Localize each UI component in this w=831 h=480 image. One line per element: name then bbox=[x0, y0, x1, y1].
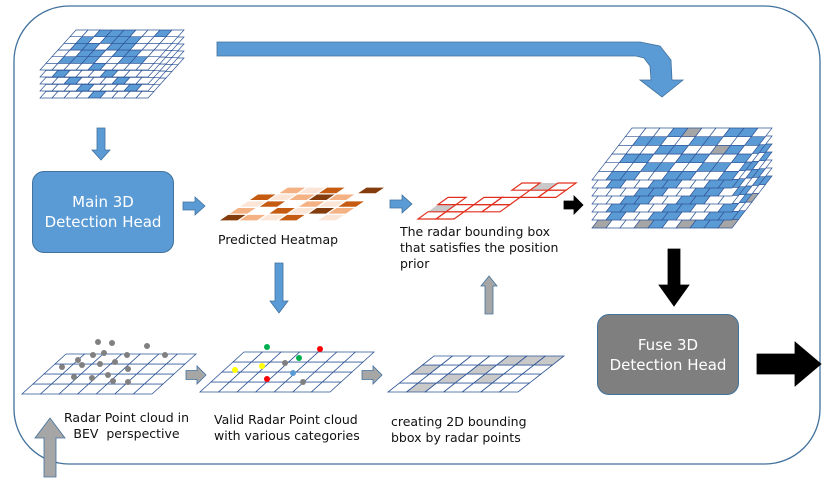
down-arrow-to-fuse-head bbox=[658, 248, 690, 307]
grid-cell bbox=[492, 197, 520, 205]
grid-cell bbox=[520, 190, 548, 198]
feature-map-stack-input bbox=[39, 29, 185, 99]
radar-point bbox=[112, 359, 118, 365]
creating-bbox-label: creating 2D bounding bbox by radar point… bbox=[391, 414, 527, 445]
grid-cell bbox=[502, 190, 530, 198]
grid-cell bbox=[438, 197, 466, 205]
grid-cell bbox=[458, 183, 486, 191]
down-arrow-heatmap-to-valid bbox=[269, 262, 289, 314]
grid-cell bbox=[484, 190, 512, 198]
valid-radar-point bbox=[290, 370, 296, 376]
down-arrow-to-main-head bbox=[91, 127, 111, 161]
radar-point bbox=[89, 375, 95, 381]
grid-cell bbox=[454, 211, 482, 219]
grid-cell bbox=[343, 351, 376, 363]
grid-cell bbox=[494, 183, 522, 191]
grid-cell bbox=[538, 190, 566, 198]
grid-cell bbox=[528, 197, 556, 205]
grid-cell bbox=[530, 183, 558, 191]
radar-bbox bbox=[546, 182, 578, 191]
up-arrow-radar-input bbox=[34, 417, 66, 478]
predicted-heatmap-grid bbox=[216, 186, 388, 222]
grid-cell bbox=[548, 183, 576, 191]
grid-cell bbox=[466, 190, 494, 198]
radar-point bbox=[125, 366, 131, 372]
grid-cell bbox=[446, 204, 474, 212]
grid-cell bbox=[476, 183, 504, 191]
grid-cell bbox=[165, 353, 198, 365]
radar-point bbox=[79, 362, 85, 368]
grid-cell bbox=[354, 186, 388, 195]
radar-point bbox=[110, 378, 116, 384]
grid-cell bbox=[482, 204, 510, 212]
bbox-2d-grid bbox=[386, 355, 566, 393]
valid-radar-point bbox=[296, 355, 302, 361]
radar-point bbox=[144, 343, 150, 349]
arrow-main-to-heatmap bbox=[182, 196, 206, 216]
grid-cell bbox=[472, 211, 500, 219]
grid-cell bbox=[508, 211, 536, 219]
grid-cell bbox=[474, 197, 502, 205]
radar-point bbox=[105, 372, 111, 378]
valid-radar-point bbox=[317, 346, 323, 352]
grid-cell bbox=[510, 197, 538, 205]
outer-frame bbox=[13, 5, 821, 465]
fuse-3d-detection-head: Fuse 3D Detection Head bbox=[597, 314, 739, 395]
arrow-valid-to-bbox2d bbox=[361, 365, 383, 385]
valid-radar-point-grid bbox=[198, 344, 376, 393]
arrow-heatmap-to-bbox bbox=[389, 194, 413, 214]
valid-radar-point bbox=[232, 367, 238, 373]
radar-bbox-grid bbox=[416, 182, 578, 220]
radar-bbox bbox=[510, 182, 542, 191]
grid-cell bbox=[512, 183, 540, 191]
valid-radar-point bbox=[264, 344, 270, 350]
valid-radar-point bbox=[300, 379, 306, 385]
grid-cell bbox=[750, 127, 773, 138]
grid-cell bbox=[418, 211, 446, 219]
grid-cell bbox=[448, 190, 476, 198]
valid-radar-point bbox=[264, 376, 270, 382]
grid-cell bbox=[428, 204, 456, 212]
feature-map-stack-fused bbox=[591, 127, 773, 229]
valid-radar-point bbox=[282, 360, 288, 366]
valid-radar-point bbox=[259, 363, 265, 369]
main-head-label: Main 3D Detection Head bbox=[44, 193, 162, 231]
radar-point bbox=[101, 350, 107, 356]
arrow-radar-to-valid bbox=[185, 365, 207, 385]
grid-cell bbox=[165, 29, 185, 38]
grid-cell bbox=[500, 204, 528, 212]
radar-point bbox=[162, 352, 168, 358]
top-curved-arrow bbox=[216, 41, 685, 98]
radar-point bbox=[124, 352, 130, 358]
radar-point bbox=[109, 340, 115, 346]
grid-cell bbox=[456, 197, 484, 205]
grid-cell bbox=[518, 204, 546, 212]
up-arrow-bbox2d-to-bbox bbox=[480, 275, 498, 315]
radar-point bbox=[90, 352, 96, 358]
radar-bbox bbox=[436, 196, 468, 206]
radar-bbox-label: The radar bounding box that satisfies th… bbox=[400, 224, 559, 271]
radar-point-cloud-label: Radar Point cloud in BEV perspective bbox=[64, 410, 190, 441]
predicted-heatmap-label: Predicted Heatmap bbox=[218, 232, 339, 247]
valid-radar-label: Valid Radar Point cloud with various cat… bbox=[214, 412, 360, 443]
grid-cell bbox=[532, 355, 566, 366]
grid-cell bbox=[436, 211, 464, 219]
radar-point bbox=[97, 361, 103, 367]
radar-point bbox=[71, 374, 77, 380]
radar-point bbox=[95, 339, 101, 345]
fuse-head-label: Fuse 3D Detection Head bbox=[609, 335, 727, 374]
radar-point bbox=[75, 357, 81, 363]
radar-point bbox=[59, 364, 65, 370]
arrow-bbox-to-fused bbox=[563, 195, 584, 215]
arrow-fuse-output bbox=[756, 341, 822, 387]
radar-point-cloud-grid bbox=[20, 339, 198, 395]
radar-point bbox=[125, 379, 131, 385]
flow-arrows bbox=[34, 41, 822, 478]
grid-cell bbox=[464, 204, 492, 212]
grid-cell bbox=[490, 211, 518, 219]
main-3d-detection-head: Main 3D Detection Head bbox=[32, 171, 174, 253]
